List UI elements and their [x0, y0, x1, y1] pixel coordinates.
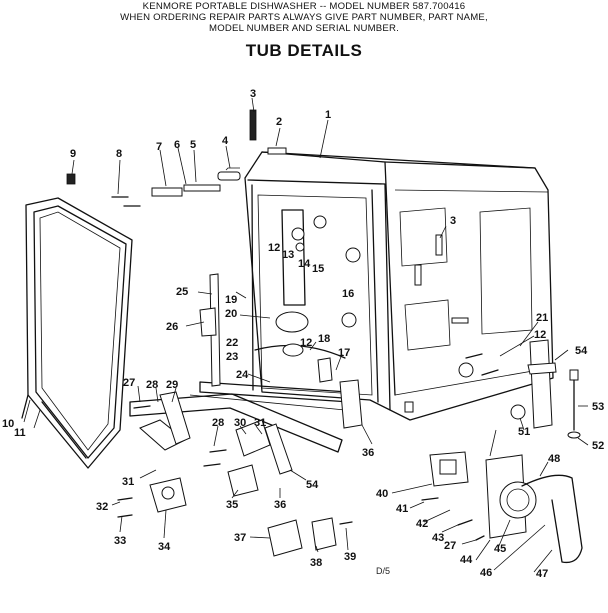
screws: [111, 196, 499, 541]
callout-43: 42: [416, 518, 428, 530]
door-frame: [21, 197, 133, 469]
callout-11: 11: [14, 427, 26, 439]
callout-31a: 31: [254, 417, 266, 429]
callout-52: 53: [592, 401, 604, 413]
callout-8: 8: [116, 148, 122, 160]
callout-27b: 27: [444, 540, 456, 552]
callout-42: 41: [396, 503, 408, 515]
callout-33: 33: [114, 535, 126, 547]
callout-20: 20: [225, 308, 237, 320]
tub-body: [189, 147, 554, 421]
callout-labels: 3 2 1 4 5 6 7 8 9 3 12 13 14 15 16 25 19…: [2, 88, 604, 580]
callout-31: 31: [122, 476, 134, 488]
callout-17: 17: [338, 347, 350, 359]
callout-5: 5: [190, 139, 196, 151]
callout-21: 21: [536, 312, 548, 324]
callout-3b: 3: [450, 215, 456, 227]
callout-24: 24: [236, 369, 249, 381]
callout-7: 7: [156, 141, 162, 153]
callout-53: 54: [575, 345, 588, 357]
callout-10: 10: [2, 418, 14, 430]
callout-19: 19: [225, 294, 237, 306]
callout-32: 32: [96, 501, 108, 513]
callout-39: 39: [344, 551, 356, 563]
callout-50: 51: [518, 426, 530, 438]
diagram-title: TUB DETAILS: [245, 41, 363, 60]
bracket-rail: [129, 273, 363, 475]
callout-36: 36: [274, 499, 286, 511]
callout-27a: 27: [123, 377, 135, 389]
callout-45: 44: [460, 554, 473, 566]
callout-15: 15: [312, 263, 324, 275]
page-reference: D/5: [376, 566, 391, 576]
callout-3: 3: [250, 88, 256, 100]
callout-14: 14: [298, 258, 311, 270]
callout-46: 45: [494, 543, 506, 555]
callout-37: 37: [234, 532, 246, 544]
callout-12a: 12: [268, 242, 280, 254]
header-model-line: KENMORE PORTABLE DISHWASHER -- MODEL NUM…: [142, 1, 466, 12]
callout-30: 30: [234, 417, 246, 429]
callout-4: 4: [222, 135, 229, 147]
callout-13: 13: [282, 249, 294, 261]
callout-22: 22: [226, 337, 238, 349]
callout-23: 23: [226, 351, 238, 363]
callout-2: 2: [276, 116, 282, 128]
callout-6: 6: [174, 139, 180, 151]
callout-40: 36: [362, 447, 374, 459]
callout-1: 1: [325, 109, 331, 121]
callout-18: 18: [318, 333, 330, 345]
callout-54: 54: [306, 479, 319, 491]
callout-51: 52: [592, 440, 604, 452]
callout-34: 34: [158, 541, 171, 553]
callout-29: 29: [166, 379, 178, 391]
callout-28b: 28: [212, 417, 224, 429]
callout-9: 9: [70, 148, 76, 160]
header-instruction-line-2: MODEL NUMBER AND SERIAL NUMBER.: [209, 23, 399, 34]
callout-16: 16: [342, 288, 354, 300]
callout-26: 26: [166, 321, 178, 333]
callout-25: 25: [176, 286, 188, 298]
callout-28a: 28: [146, 379, 158, 391]
header-instruction-line: WHEN ORDERING REPAIR PARTS ALWAYS GIVE P…: [120, 12, 488, 23]
callout-41: 40: [376, 488, 388, 500]
small-parts: [66, 109, 583, 564]
callout-48: 47: [536, 568, 548, 580]
callout-38: 38: [310, 557, 322, 569]
callout-44: 43: [432, 532, 444, 544]
callout-12b: 12: [300, 337, 312, 349]
callout-49: 48: [548, 453, 560, 465]
callout-47: 46: [480, 567, 492, 579]
leader-lines: [23, 97, 589, 573]
callout-35: 35: [226, 499, 238, 511]
callout-12c: 12: [534, 329, 546, 341]
